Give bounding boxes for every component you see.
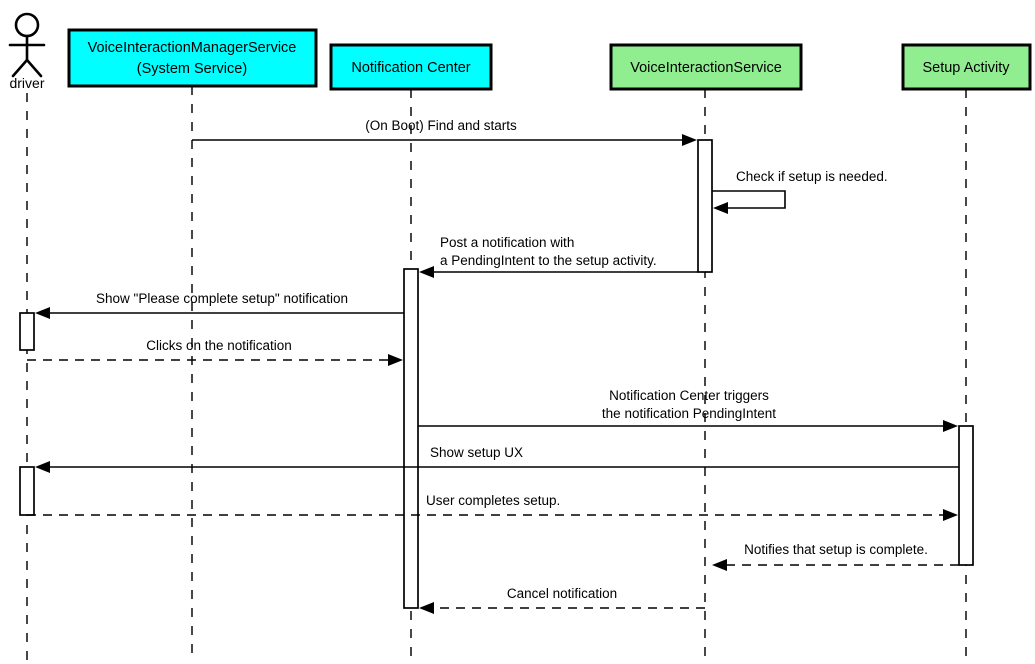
arrowhead-left-icon [35, 307, 50, 319]
arrowhead-right-icon [388, 354, 403, 366]
participant-box-voiceinteractionservice[interactable] [609, 43, 803, 91]
participant-label-vims-line2: (System Service) [137, 61, 247, 77]
activation-bar-driver-second [19, 466, 35, 516]
activation-bar-voiceinteractionservice [697, 139, 713, 273]
participant-driver[interactable]: driver [8, 12, 46, 91]
message-label: (On Boot) Find and starts [365, 118, 517, 133]
participant-voiceinteractionmanagerservice[interactable]: VoiceInteractionManagerService (System S… [67, 28, 318, 88]
participant-label-voiceinteractionservice: VoiceInteractionService [630, 60, 782, 76]
activation-bar-driver-first [19, 312, 35, 351]
arrowhead-left-icon [35, 461, 50, 473]
actor-right-leg-icon [25, 58, 43, 78]
participant-setup-activity[interactable]: Setup Activity [901, 43, 1032, 91]
arrowhead-left-icon [712, 559, 727, 571]
message-label: Notifies that setup is complete. [744, 542, 928, 557]
participant-box-voiceinteractionmanagerservice[interactable] [67, 28, 318, 88]
actor-head-icon [14, 12, 40, 38]
message-label: User completes setup. [426, 493, 560, 508]
participant-voiceinteractionservice[interactable]: VoiceInteractionService [609, 43, 803, 91]
activation-bar-notification-center [403, 268, 419, 609]
actor-left-leg-icon [11, 58, 29, 78]
participant-box-setup-activity[interactable] [901, 43, 1032, 91]
arrowhead-left-icon [419, 266, 434, 278]
participant-notification-center[interactable]: Notification Center [329, 43, 493, 91]
message-post-a-notification[interactable]: Post a notification with a PendingIntent… [419, 235, 698, 278]
message-label-line2: the notification PendingIntent [602, 406, 776, 421]
message-label-line1: Notification Center triggers [609, 388, 769, 403]
message-label-line2: a PendingIntent to the setup activity. [440, 253, 657, 268]
message-user-completes-setup[interactable]: User completes setup. [27, 493, 958, 521]
participant-label-notification-center: Notification Center [351, 60, 470, 76]
participant-label-setup-activity: Setup Activity [922, 60, 1010, 76]
message-cancel-notification[interactable]: Cancel notification [419, 586, 705, 614]
message-self-loop-line [712, 190, 786, 209]
arrowhead-right-icon [943, 420, 958, 432]
arrowhead-left-icon [713, 202, 728, 214]
participant-label-driver: driver [9, 75, 44, 91]
message-show-setup-ux[interactable]: Show setup UX [35, 445, 959, 473]
activation-bar-setup-activity [958, 425, 974, 566]
message-on-boot-find-and-starts[interactable]: (On Boot) Find and starts [192, 118, 697, 146]
message-label: Show "Please complete setup" notificatio… [96, 291, 348, 306]
arrowhead-right-icon [943, 509, 958, 521]
message-check-if-setup-is-needed[interactable]: Check if setup is needed. [712, 169, 888, 214]
activations-layer [19, 139, 974, 609]
message-label: Cancel notification [507, 586, 617, 601]
message-label: Show setup UX [430, 445, 523, 460]
participant-box-notification-center[interactable] [329, 43, 493, 91]
message-label: Clicks on the notification [146, 338, 292, 353]
message-clicks-on-the-notification[interactable]: Clicks on the notification [27, 338, 403, 366]
participant-label-vims-line1: VoiceInteractionManagerService [88, 40, 297, 56]
message-label-line1: Post a notification with [440, 235, 574, 250]
message-show-please-complete-setup-notification[interactable]: Show "Please complete setup" notificatio… [35, 291, 404, 319]
arrowhead-right-icon [682, 134, 697, 146]
message-notifies-that-setup-is-complete[interactable]: Notifies that setup is complete. [712, 542, 959, 571]
message-notification-center-triggers-pendingintent[interactable]: Notification Center triggers the notific… [418, 388, 958, 432]
message-label: Check if setup is needed. [736, 169, 888, 184]
arrowhead-left-icon [419, 602, 434, 614]
